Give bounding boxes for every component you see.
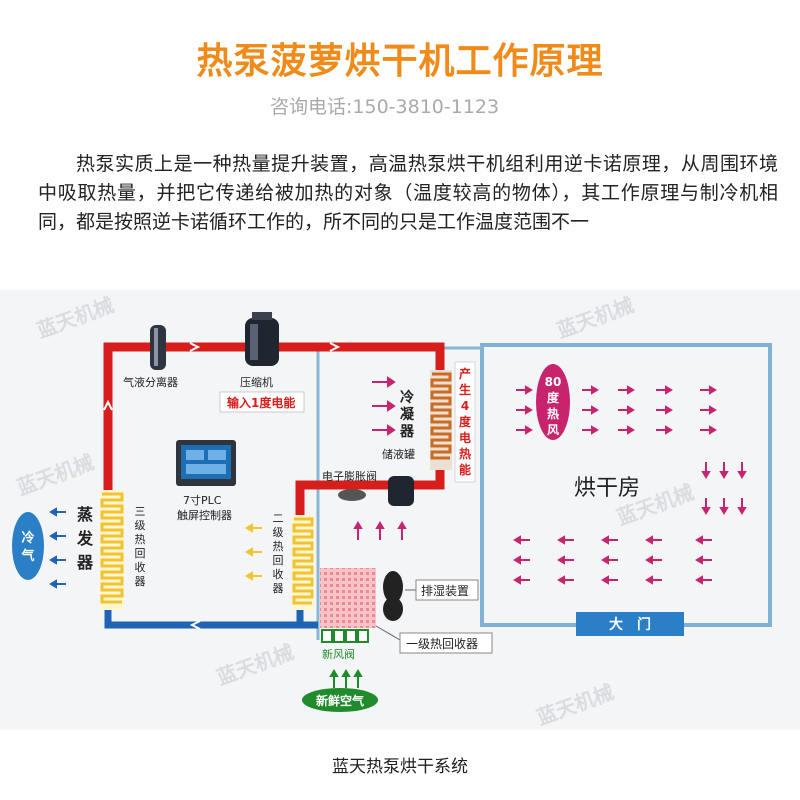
svg-text:三: 三 xyxy=(135,505,146,518)
svg-text:器: 器 xyxy=(273,582,284,595)
svg-text:7寸PLC: 7寸PLC xyxy=(183,493,222,507)
door: 大 门 xyxy=(576,612,684,636)
diagram-caption: 蓝天热泵烘干系统 xyxy=(332,757,468,777)
svg-text:二: 二 xyxy=(273,512,284,525)
compressor: 压缩机 输入1度电能 xyxy=(219,312,305,413)
watermark-5: 蓝天机械 xyxy=(214,640,297,690)
svg-text:风: 风 xyxy=(547,423,559,437)
secondary-recovery-arrows xyxy=(245,523,262,581)
svg-text:度: 度 xyxy=(547,390,560,405)
svg-text:热: 热 xyxy=(135,533,146,546)
hot-air-badge: 80 度 热 风 xyxy=(536,364,570,440)
svg-text:凝: 凝 xyxy=(400,407,415,423)
svg-text:收: 收 xyxy=(273,567,284,581)
primary-recovery-grid: 一级热回收器 xyxy=(320,568,493,654)
svg-text:电子膨胀阀: 电子膨胀阀 xyxy=(322,469,377,483)
evaporator-arrows xyxy=(49,507,66,589)
fresh-air-badge: 新鲜空气 xyxy=(302,688,378,712)
svg-text:一级热回收器: 一级热回收器 xyxy=(406,637,478,651)
svg-text:80: 80 xyxy=(545,375,562,389)
diagram-panel: 蓝天机械 蓝天机械 蓝天机械 蓝天机械 蓝天机械 蓝天机械 气液分离器 压缩机 xyxy=(0,290,800,730)
svg-text:气液分离器: 气液分离器 xyxy=(123,375,178,389)
watermark-2: 蓝天机械 xyxy=(554,293,637,343)
svg-text:回: 回 xyxy=(273,554,284,567)
evaporator-coil xyxy=(100,490,124,610)
page-title: 热泵菠萝烘干机工作原理 xyxy=(196,41,604,82)
secondary-recovery-coil: 二 级 热 回 收 器 xyxy=(273,512,314,610)
svg-text:能: 能 xyxy=(459,462,471,477)
svg-text:新鲜空气: 新鲜空气 xyxy=(316,693,364,708)
svg-text:热: 热 xyxy=(273,540,284,553)
condenser-label: 冷 凝 器 xyxy=(399,389,415,440)
fresh-air-arrows xyxy=(329,669,363,688)
watermark-3: 蓝天机械 xyxy=(14,450,97,500)
svg-text:产: 产 xyxy=(459,366,471,381)
cold-pipe xyxy=(104,608,318,629)
room-arrows-down xyxy=(701,462,747,515)
svg-text:级: 级 xyxy=(273,526,284,539)
tertiary-recovery-label: 三 级 热 回 收 器 xyxy=(135,505,146,588)
svg-text:排湿装置: 排湿装置 xyxy=(421,583,469,598)
svg-text:新风阀: 新风阀 xyxy=(322,647,355,661)
svg-text:收: 收 xyxy=(135,560,146,574)
svg-text:热: 热 xyxy=(459,446,471,461)
watermark-6: 蓝天机械 xyxy=(534,680,617,730)
svg-text:储液罐: 储液罐 xyxy=(382,447,415,461)
watermark-1: 蓝天机械 xyxy=(34,293,117,343)
svg-text:器: 器 xyxy=(135,575,146,588)
svg-text:压缩机: 压缩机 xyxy=(240,375,273,389)
svg-text:热: 热 xyxy=(547,406,559,421)
svg-text:气: 气 xyxy=(21,548,34,564)
svg-text:触屏控制器: 触屏控制器 xyxy=(177,508,232,522)
svg-text:冷: 冷 xyxy=(21,530,34,546)
receiver-tank: 储液罐 xyxy=(382,447,415,506)
evaporator-label: 蒸 发 器 xyxy=(76,505,94,572)
svg-text:级: 级 xyxy=(135,519,146,532)
svg-text:大 门: 大 门 xyxy=(609,616,651,633)
svg-text:冷: 冷 xyxy=(400,389,414,406)
produce-energy-label: 产 生 4 度 电 热 能 xyxy=(454,361,476,483)
condenser-arrows xyxy=(372,376,396,436)
cold-air-badge: 冷 气 xyxy=(12,512,44,580)
expansion-valve: 电子膨胀阀 xyxy=(322,469,377,501)
svg-text:器: 器 xyxy=(399,424,415,440)
svg-text:度: 度 xyxy=(459,414,472,429)
intro-paragraph: 热泵实质上是一种热量提升装置，高温热泵烘干机组利用逆卡诺原理，从周围环境中吸取热… xyxy=(38,153,778,233)
room-arrows-right xyxy=(516,385,717,435)
room-arrows-left xyxy=(513,535,712,585)
condenser-coil xyxy=(430,370,452,470)
svg-text:器: 器 xyxy=(76,553,94,572)
input-energy-label: 输入1度电能 xyxy=(227,395,295,410)
svg-text:4: 4 xyxy=(461,399,469,413)
fresh-air-valve: 新风阀 xyxy=(321,629,369,661)
gas-liquid-separator: 气液分离器 xyxy=(123,325,178,389)
svg-text:电: 电 xyxy=(459,430,471,445)
svg-text:发: 发 xyxy=(76,529,94,548)
receiver-arrows xyxy=(353,521,407,540)
plc-controller: 7寸PLC 触屏控制器 xyxy=(176,440,236,522)
svg-text:蒸: 蒸 xyxy=(77,505,93,524)
svg-text:生: 生 xyxy=(459,382,471,397)
phone-number: 咨询电话:150-3810-1123 xyxy=(270,96,500,118)
dehumidify-device: 排湿装置 xyxy=(405,579,479,601)
heat-pump-diagram: 蓝天机械 蓝天机械 蓝天机械 蓝天机械 蓝天机械 蓝天机械 气液分离器 压缩机 xyxy=(12,293,772,730)
svg-text:回: 回 xyxy=(135,547,146,560)
hot-pipe-arrows xyxy=(103,342,341,411)
drying-room-label: 烘干房 xyxy=(574,476,640,501)
